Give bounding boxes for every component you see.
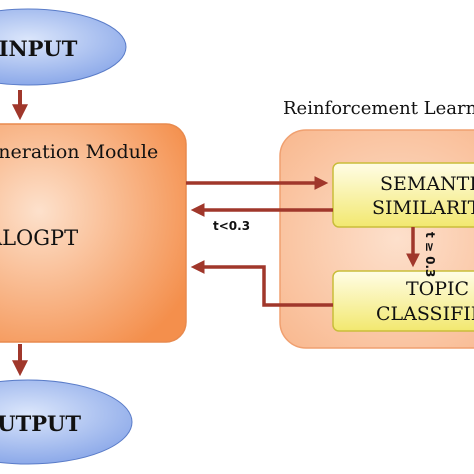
threshold-low-label: t<0.3 <box>213 219 250 233</box>
input-ellipse <box>0 8 127 86</box>
generation-module-title: Generation Module <box>0 141 158 163</box>
topic-classifier-line2: CLASSIFIER <box>376 303 474 325</box>
threshold-high-label: t ≥ 0.3 <box>423 232 437 277</box>
arrow-topic-to-module <box>190 260 333 307</box>
topic-classifier-line1: TOPIC <box>406 278 469 300</box>
topic-classifier-node: TOPIC CLASSIFIER <box>332 270 474 332</box>
generation-module-box <box>0 123 187 343</box>
input-label: INPUT <box>0 36 78 61</box>
input-node: INPUT <box>0 8 127 86</box>
semantic-similarity-line1: SEMANTIC <box>380 173 474 195</box>
output-node: OUTPUT <box>0 379 133 465</box>
generation-module-model: DIALOGPT <box>0 226 78 250</box>
semantic-similarity-line2: SIMILARITY <box>372 197 474 219</box>
rl-group-title: Reinforcement Learning <box>283 98 474 119</box>
topic-classifier-box <box>332 270 474 332</box>
output-label: OUTPUT <box>0 411 81 436</box>
generation-module: Generation Module DIALOGPT <box>0 123 187 343</box>
semantic-similarity-node: SEMANTIC SIMILARITY <box>332 162 474 228</box>
output-ellipse <box>0 379 133 465</box>
